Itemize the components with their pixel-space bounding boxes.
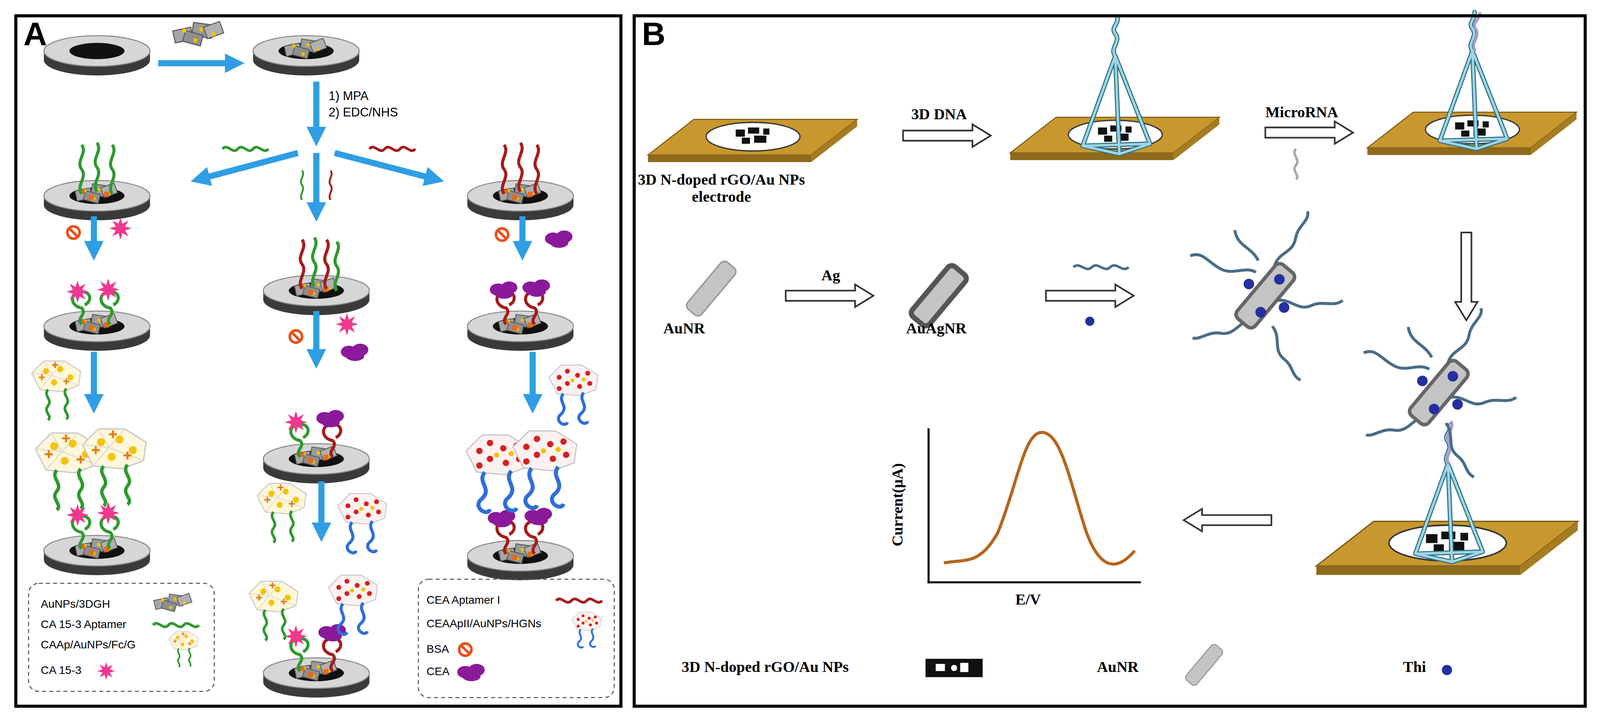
material-label: AuAgNR <box>906 320 967 338</box>
panel-letter: B <box>641 15 666 54</box>
legend-text: AuNR <box>1097 658 1139 677</box>
panel-frame: B <box>632 14 1587 708</box>
axis-label: Current(μA) <box>889 463 907 547</box>
legend-text: CEA Aptamer I <box>426 593 501 607</box>
step-label: 1) MPA <box>328 89 369 104</box>
panel-a-scheme <box>28 21 615 698</box>
legend-text: CEAApII/AuNPs/HGNs <box>426 616 542 630</box>
legend-text: Thi <box>1402 658 1427 677</box>
step-label: 3D DNA <box>911 106 968 124</box>
material-label: AuNR <box>663 320 706 338</box>
panel-letter: A <box>23 15 48 54</box>
legend-text: CA 15-3 <box>40 664 82 677</box>
legend-text: CEA <box>426 664 450 678</box>
axis-label: E/V <box>1015 591 1041 609</box>
legend-text: 3D N-doped rGO/Au NPs <box>681 658 849 677</box>
step-label: MicroRNA <box>1265 104 1339 122</box>
legend-text: CAAp/AuNPs/Fc/G <box>40 638 136 652</box>
legend-text: AuNPs/3DGH <box>40 597 111 611</box>
step-label: Ag <box>821 267 841 285</box>
step-label: 2) EDC/NHS <box>328 106 399 121</box>
electrode-label: 3D N-doped rGO/Au NPs electrode <box>624 171 819 207</box>
legend-text: CA 15-3 Aptamer <box>40 618 127 631</box>
legend-text: BSA <box>426 642 450 656</box>
panel-b-scheme <box>648 12 1579 688</box>
